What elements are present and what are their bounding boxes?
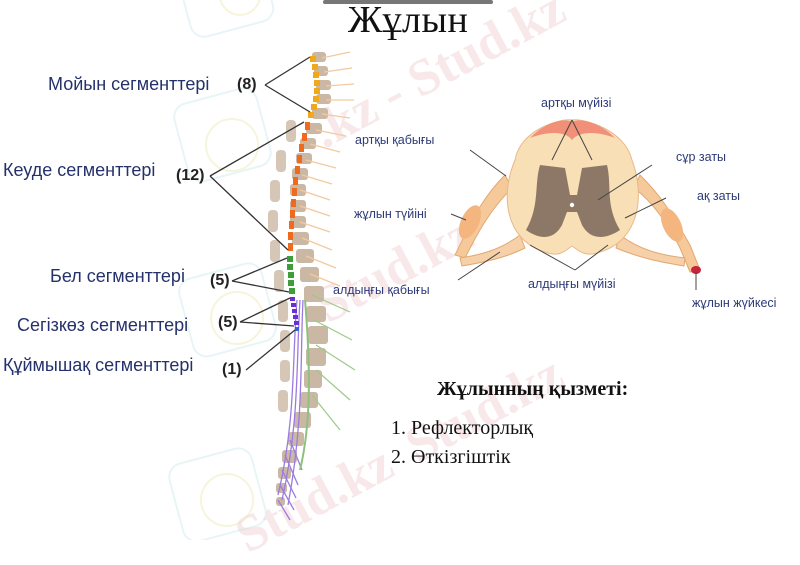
gray-matter-label: сұр заты <box>676 150 727 164</box>
cervical-segments-label: Мойын сегменттері <box>48 74 210 94</box>
anterior-root-label: алдыңғы қабығы <box>333 283 430 297</box>
lumbar-segments-label: Бел сегменттері <box>50 266 185 286</box>
sacral-segments-count: (5) <box>218 314 238 331</box>
page-title: Жұлын <box>348 0 469 41</box>
thoracic-segments-marker <box>288 122 310 251</box>
lumbar-segments-marker <box>287 256 295 294</box>
lumbar-segments-count: (5) <box>210 272 230 289</box>
white-matter-label: ақ заты <box>697 189 741 203</box>
functions-heading: Жұлынның қызметі: <box>437 378 629 400</box>
anterior-horn-label: алдыңғы мүйізі <box>528 277 616 291</box>
spinal-nerves <box>299 51 355 287</box>
coccygeal-segment-marker <box>295 327 299 331</box>
coccygeal-segments-label: Құймышақ сегменттері <box>3 355 194 375</box>
coccygeal-segments-count: (1) <box>222 361 242 378</box>
thoracic-segments-label: Кеуде сегменттері <box>3 160 156 180</box>
posterior-horn-label: артқы мүйізі <box>541 96 612 110</box>
leader-lines <box>209 56 311 371</box>
logo-watermark-icon <box>168 0 277 540</box>
spinal-nerve-label: жұлын жүйкесі <box>692 296 777 310</box>
sacral-segments-label: Сегізкөз сегменттері <box>17 315 189 335</box>
sacral-segments-marker <box>290 297 299 325</box>
function-item-conduction: 2. Өткізгіштік <box>391 446 511 468</box>
illustration-layer <box>168 0 701 540</box>
spinal-ganglion-label: жұлын түйіні <box>354 207 427 221</box>
title-decoration <box>323 0 493 4</box>
lumbar-nerves <box>311 294 356 431</box>
function-item-reflex: 1. Рефлекторлық <box>391 417 534 439</box>
spinal-cord-cross-section <box>454 119 701 274</box>
cervical-segments-count: (8) <box>237 76 257 93</box>
cervical-segments-marker <box>308 56 320 118</box>
cross-section-leader-lines <box>450 119 697 290</box>
thoracic-segments-count: (12) <box>176 167 205 184</box>
posterior-root-label: артқы қабығы <box>355 133 435 147</box>
